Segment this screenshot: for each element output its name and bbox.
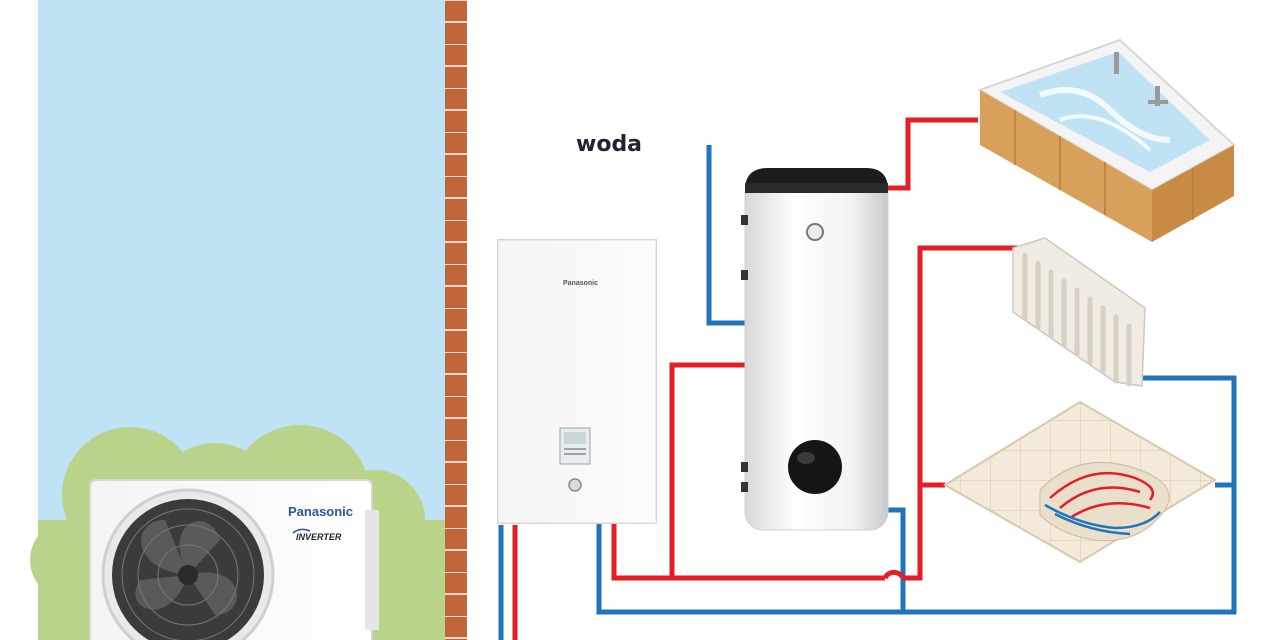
inverter-badge: INVERTER — [296, 532, 342, 542]
brick-wall — [445, 0, 467, 640]
service-hatch — [788, 440, 842, 494]
water-label: woda — [576, 132, 642, 157]
indoor-brand-logo: Panasonic — [563, 280, 598, 287]
hot-water-pipes — [512, 117, 1018, 640]
hot-water-tank — [741, 168, 889, 531]
fan-blades-icon — [135, 520, 238, 615]
radiator — [1012, 237, 1146, 387]
pressure-gauge-icon — [568, 478, 582, 492]
bathtub — [977, 38, 1236, 242]
outdoor-brand-logo: Panasonic — [288, 504, 353, 519]
indoor-unit: Panasonic — [497, 239, 657, 524]
outdoor-unit: Panasonic INVERTER — [89, 479, 379, 640]
thermometer-icon — [806, 223, 824, 241]
faucet-icon — [1114, 52, 1168, 106]
underfloor-heating — [943, 400, 1217, 564]
